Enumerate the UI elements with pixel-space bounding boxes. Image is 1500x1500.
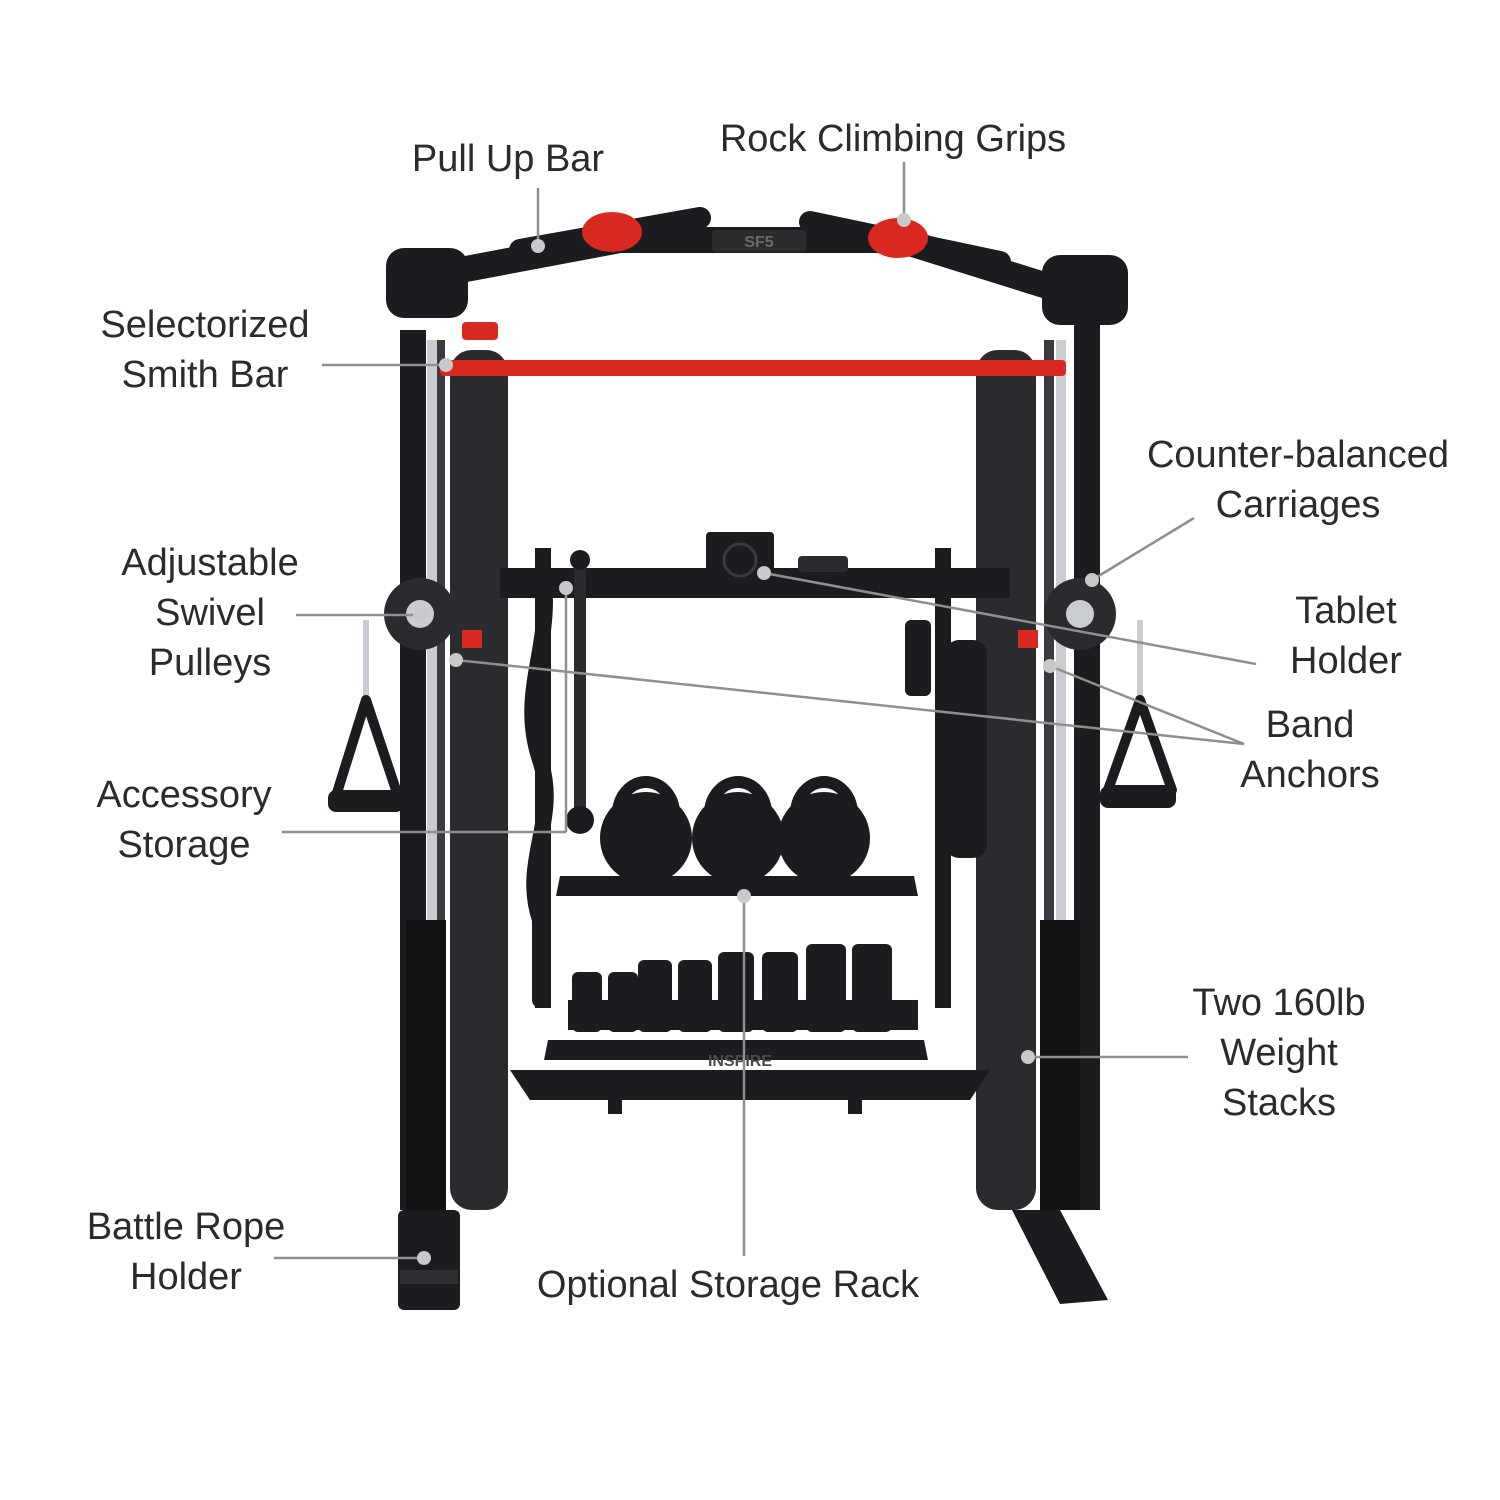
smith-bar — [440, 322, 1066, 376]
leader-lines — [274, 162, 1257, 1260]
label-battle-rope-holder-line2: Holder — [130, 1256, 242, 1298]
inspire-logo: INSPIRE — [708, 1053, 772, 1070]
kettlebell-icon — [692, 776, 784, 884]
label-rock-climbing-grips-text: Rock Climbing Grips — [719, 118, 1067, 160]
label-battle-rope-holder: Battle Rope Holder — [64, 1202, 308, 1302]
leader-dots — [413, 213, 1099, 1265]
sf5-logo: SF5 — [744, 234, 773, 251]
label-smith-bar-line1: Selectorized — [100, 304, 310, 346]
label-counter-balanced-line2: Carriages — [1215, 484, 1381, 526]
label-swivel-pulleys: Adjustable Swivel Pulleys — [96, 538, 324, 688]
label-accessory-storage-line2: Storage — [117, 824, 251, 866]
label-pull-up-bar-text: Pull Up Bar — [411, 138, 605, 180]
label-band-anchors-line2: Anchors — [1240, 754, 1380, 796]
label-band-anchors-line1: Band — [1265, 704, 1355, 746]
label-tablet-holder-line2: Holder — [1290, 640, 1402, 682]
rock-climbing-grip-left — [582, 212, 642, 252]
kettlebell-icon — [600, 776, 692, 884]
top-left-head — [386, 248, 468, 318]
label-tablet-holder: Tablet Holder — [1266, 586, 1426, 686]
label-storage-rack: Optional Storage Rack — [502, 1260, 954, 1310]
label-counter-balanced: Counter-balanced Carriages — [1110, 430, 1486, 530]
label-accessory-storage-line1: Accessory — [96, 774, 272, 816]
label-swivel-pulleys-line1: Adjustable — [121, 542, 299, 584]
label-rock-climbing-grips: Rock Climbing Grips — [690, 114, 1096, 164]
label-pull-up-bar: Pull Up Bar — [398, 134, 618, 184]
label-counter-balanced-line1: Counter-balanced — [1146, 434, 1450, 476]
label-weight-stacks: Two 160lb Weight Stacks — [1176, 978, 1382, 1128]
label-weight-stacks-line2: Weight — [1220, 1032, 1338, 1074]
label-storage-rack-text: Optional Storage Rack — [536, 1264, 920, 1306]
label-weight-stacks-line1: Two 160lb — [1192, 982, 1366, 1024]
label-smith-bar: Selectorized Smith Bar — [70, 300, 340, 400]
dumbbell-icon — [638, 960, 712, 1032]
label-swivel-pulleys-line2: Swivel — [155, 592, 265, 634]
tricep-rope — [566, 550, 594, 834]
label-swivel-pulleys-line3: Pulleys — [148, 642, 272, 684]
label-tablet-holder-line1: Tablet — [1295, 590, 1397, 632]
left-d-handle — [328, 620, 404, 812]
label-weight-stacks-line3: Stacks — [1221, 1082, 1337, 1124]
right-d-handle — [1100, 620, 1177, 808]
dumbbell-icon — [806, 944, 892, 1032]
right-upright — [976, 320, 1100, 1210]
pull-up-bar: SF5 — [447, 207, 1064, 303]
left-upright — [400, 330, 508, 1210]
tablet-holder — [706, 532, 848, 588]
label-band-anchors: Band Anchors — [1222, 700, 1398, 800]
label-accessory-storage: Accessory Storage — [72, 770, 296, 870]
right-foot — [1012, 1210, 1108, 1304]
right-swivel-pulley — [1018, 578, 1116, 650]
kettlebell-icon — [778, 776, 870, 884]
label-smith-bar-line2: Smith Bar — [121, 354, 289, 396]
label-battle-rope-holder-line1: Battle Rope — [86, 1206, 286, 1248]
ankle-strap — [905, 620, 931, 696]
ez-curl-bar — [524, 592, 554, 1008]
dip-belt — [945, 640, 987, 858]
dumbbell-icon — [572, 972, 638, 1032]
top-right-head — [1042, 255, 1128, 325]
rock-climbing-grip-right — [868, 218, 928, 258]
